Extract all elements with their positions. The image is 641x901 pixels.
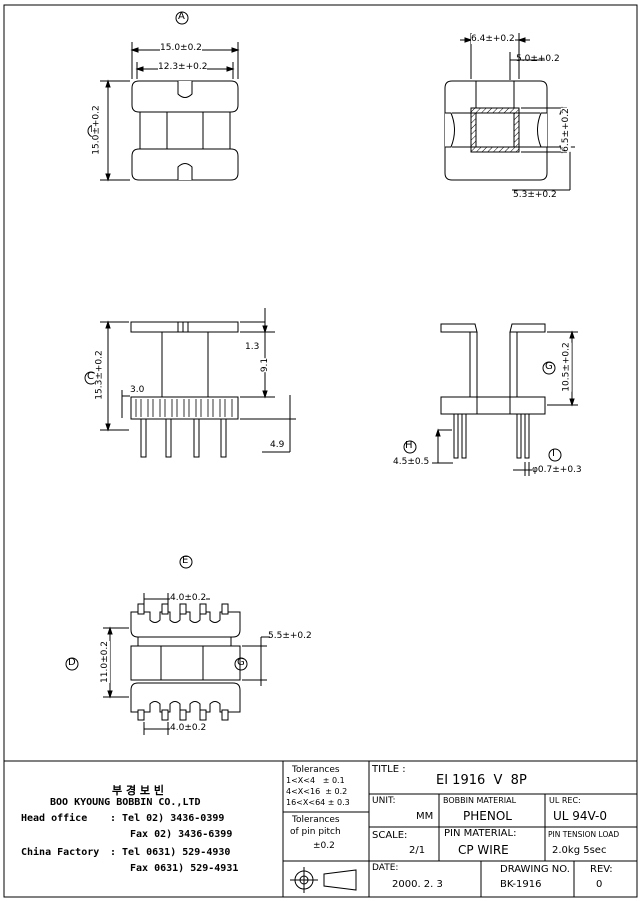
dim-0-7: φ0.7±+0.3 — [532, 465, 582, 475]
dim-height: 15.0±+0.2 — [91, 105, 102, 155]
unit-label: UNIT: — [372, 796, 396, 806]
ul-rec-value: UL 94V-0 — [553, 809, 608, 823]
company-name: BOO KYOUNG BOBBIN CO.,LTD — [50, 797, 201, 808]
pitch-value: ±0.2 — [313, 841, 335, 851]
top-left-view — [87, 11, 240, 182]
marker-c: C — [87, 371, 94, 382]
head-office-label: Head office — [21, 813, 88, 824]
dim-1-3: 1.3 — [245, 342, 260, 352]
pin-material-label: PIN MATERIAL: — [444, 828, 517, 839]
dim-width-inner: 12.3±+0.2 — [158, 62, 208, 72]
scale-label: SCALE: — [372, 830, 408, 841]
date-label: DATE: — [372, 863, 399, 873]
dim-6-5: 6.5±+0.2 — [560, 108, 571, 152]
tol-line-3: 16<X<64 ± 0.3 — [286, 798, 350, 807]
bottom-view — [65, 555, 270, 735]
marker-e: E — [182, 555, 189, 566]
dim-6-4: 6.4±+0.2 — [471, 34, 515, 44]
dim-5-5: 5.5±+0.2 — [268, 631, 312, 641]
pitch-label-2: of pin pitch — [290, 827, 341, 837]
tol-line-2: 4<X<16 ± 0.2 — [286, 787, 348, 796]
pin-tension-label: PIN TENSION LOAD — [548, 830, 620, 839]
company-korean: 부 경 보 빈 — [112, 784, 164, 797]
rev-label: REV: — [590, 864, 613, 875]
dim-9-1: 9.1 — [260, 357, 271, 373]
tol-line-1: 1<X<4 ± 0.1 — [286, 776, 345, 785]
dim-4-5: 4.5±0.5 — [393, 457, 430, 467]
dim-width-outer: 15.0±0.2 — [160, 43, 202, 53]
marker-g-side: G — [545, 361, 553, 372]
china-factory-label: China Factory — [21, 847, 100, 858]
ul-rec-label: UL REC: — [549, 796, 581, 805]
marker-a: A — [178, 11, 185, 22]
bobbin-material-value: PHENOL — [463, 809, 512, 823]
title-label: TITLE : — [372, 764, 406, 775]
marker-h: H — [405, 440, 413, 451]
head-office-tel: : Tel 02) 3436-0399 — [110, 813, 225, 824]
dim-5-0: 5.0±+0.2 — [516, 54, 560, 64]
dim-4-0-top: 4.0±0.2 — [170, 593, 207, 603]
dim-11-0: 11.0±0.2 — [99, 641, 110, 683]
unit-value: MM — [416, 811, 434, 822]
marker-i: I — [552, 448, 555, 459]
dim-5-3: 5.3±+0.2 — [513, 190, 557, 200]
title-value: EI 1916 V 8P — [436, 773, 527, 788]
pin-material-value: CP WIRE — [458, 843, 509, 857]
bobbin-material-label: BOBBIN MATERIAL — [443, 796, 517, 805]
dim-10-5: 10.5±+0.2 — [561, 342, 572, 392]
marker-d: D — [68, 657, 76, 668]
china-fax: Fax 0631) 529-4931 — [130, 863, 239, 874]
pin-tension-value: 2.0kg 5sec — [552, 845, 607, 856]
dim-4-0-bottom: 4.0±0.2 — [170, 723, 207, 733]
scale-value: 2/1 — [409, 845, 426, 856]
middle-left-view — [84, 308, 296, 458]
pitch-label-1: Tolerances — [292, 815, 340, 825]
dim-3-0: 3.0 — [130, 385, 145, 395]
dim-4-9: 4.9 — [270, 440, 285, 450]
date-value: 2000. 2. 3 — [392, 879, 443, 890]
sheet-border — [3, 4, 638, 898]
china-tel: : Tel 0631) 529-4930 — [110, 847, 231, 858]
drawing-no-label: DRAWING NO. — [500, 864, 570, 875]
dim-15-3: 15.3±+0.2 — [94, 350, 105, 400]
rev-value: 0 — [596, 879, 603, 890]
title-block — [4, 760, 637, 897]
tolerances-label: Tolerances — [292, 765, 340, 775]
head-office-fax: Fax 02) 3436-6399 — [130, 829, 233, 840]
middle-right-view — [403, 323, 578, 476]
drawing-no-value: BK-1916 — [500, 879, 542, 890]
marker-g-bottom: G — [237, 657, 245, 668]
